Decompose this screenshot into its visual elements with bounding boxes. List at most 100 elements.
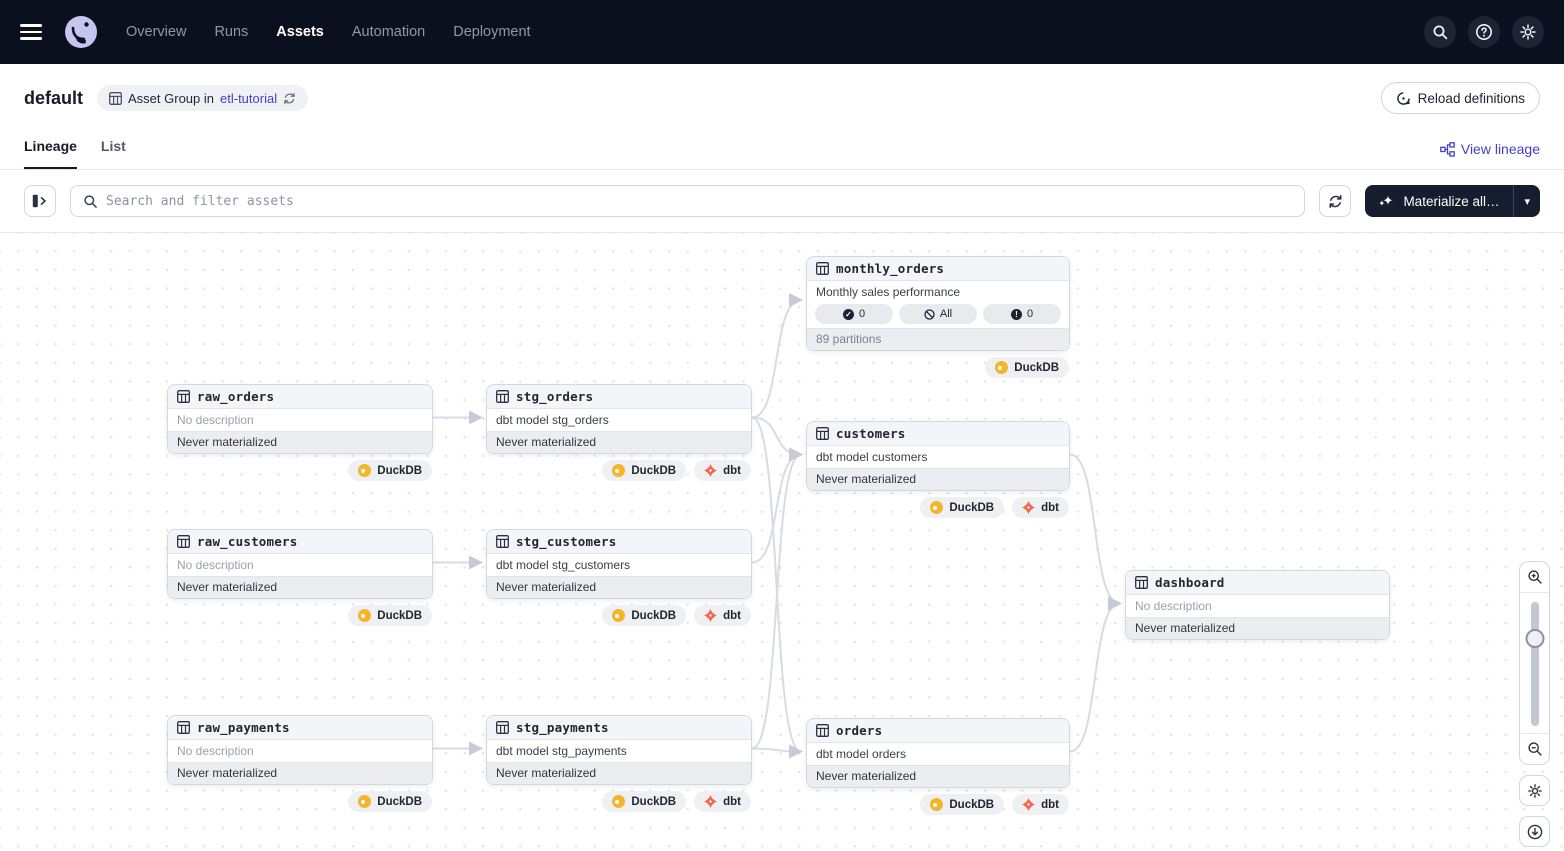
duckdb-badge[interactable]: DuckDB	[602, 605, 687, 626]
panel-expand-icon	[32, 194, 46, 208]
toggle-sidebar-button[interactable]	[24, 185, 56, 217]
partition-pill-slash[interactable]: All	[899, 304, 977, 324]
asset-node-header[interactable]: raw_orders	[168, 385, 432, 409]
asset-node-header[interactable]: stg_payments	[487, 716, 751, 740]
asset-node-header[interactable]: dashboard	[1126, 571, 1389, 595]
asset-search-bar	[70, 185, 1306, 217]
asset-name: stg_customers	[516, 534, 617, 549]
zoom-out-button[interactable]	[1520, 734, 1549, 764]
materialize-options-dropdown-button[interactable]: ▾	[1513, 185, 1540, 217]
dbt-badge[interactable]: dbt	[1012, 497, 1069, 518]
graph-settings-button[interactable]	[1519, 775, 1550, 806]
nav-item-assets[interactable]: Assets	[276, 24, 324, 40]
partition-pill-count: 0	[1026, 308, 1034, 320]
reload-definitions-button[interactable]: Reload definitions	[1380, 82, 1540, 114]
lineage-edge-customers-to-dashboard	[1069, 453, 1122, 611]
zoom-slider-thumb[interactable]	[1525, 629, 1544, 648]
asset-node-header[interactable]: raw_customers	[168, 530, 432, 554]
duckdb-badge[interactable]: DuckDB	[348, 460, 432, 481]
asset-node-header[interactable]: stg_customers	[487, 530, 751, 554]
duckdb-badge[interactable]: DuckDB	[348, 605, 432, 626]
nav-settings-button[interactable]	[1512, 16, 1544, 48]
nav-item-automation[interactable]: Automation	[351, 24, 426, 40]
code-location-link[interactable]: etl-tutorial	[220, 90, 278, 106]
zoom-in-icon	[1527, 570, 1542, 584]
zoom-slider[interactable]	[1520, 592, 1549, 734]
dagster-logo-icon[interactable]	[64, 15, 98, 49]
asset-node-header[interactable]: orders	[807, 719, 1069, 743]
dbt-badge[interactable]: dbt	[694, 791, 751, 812]
asset-status: Never materialized	[168, 762, 432, 784]
zoom-in-button[interactable]	[1520, 562, 1549, 592]
duckdb-badge[interactable]: DuckDB	[920, 497, 1005, 518]
asset-status: Never materialized	[168, 431, 432, 453]
asset-status: Never materialized	[487, 762, 751, 784]
partition-pill-check[interactable]: ✓0	[815, 304, 893, 324]
dbt-badge[interactable]: dbt	[1012, 794, 1069, 815]
duckdb-badge-label: DuckDB	[631, 464, 677, 477]
asset-name: raw_customers	[197, 534, 298, 549]
missing-icon	[924, 308, 935, 320]
nav-item-deployment[interactable]: Deployment	[453, 24, 531, 40]
tab-list[interactable]: List	[100, 138, 126, 154]
asset-node-header[interactable]: monthly_orders	[807, 257, 1069, 281]
duckdb-badge[interactable]: DuckDB	[348, 791, 432, 812]
materialize-all-button[interactable]: ✦✦ Materialize all…	[1365, 185, 1513, 217]
tab-lineage[interactable]: Lineage	[24, 128, 77, 169]
asset-description: dbt model stg_customers	[496, 558, 631, 572]
table-asset-icon	[177, 390, 190, 403]
duckdb-icon	[612, 464, 626, 477]
top-nav: Overview Runs Assets Automation Deployme…	[0, 0, 1564, 64]
nav-search-button[interactable]	[1424, 16, 1456, 48]
asset-node-header[interactable]: stg_orders	[487, 385, 751, 409]
recenter-button[interactable]	[1519, 816, 1550, 847]
dbt-badge-label: dbt	[723, 464, 741, 477]
asset-status: Never materialized	[487, 431, 751, 453]
dbt-icon	[704, 609, 718, 622]
duckdb-badge-label: DuckDB	[631, 795, 677, 808]
table-asset-icon	[816, 427, 829, 440]
duckdb-badge[interactable]: DuckDB	[602, 791, 687, 812]
nav-item-overview[interactable]: Overview	[126, 24, 187, 40]
duckdb-icon	[612, 795, 626, 808]
nav-item-runs[interactable]: Runs	[214, 24, 249, 40]
asset-node-header[interactable]: raw_payments	[168, 716, 432, 740]
duckdb-badge[interactable]: DuckDB	[920, 794, 1005, 815]
dbt-badge[interactable]: dbt	[694, 605, 751, 626]
asset-name: orders	[836, 723, 883, 738]
asset-search-input[interactable]	[106, 193, 1293, 209]
asset-kind-badges: DuckDB dbt	[602, 605, 751, 626]
duckdb-badge-label: DuckDB	[377, 464, 422, 477]
asset-description: dbt model stg_payments	[496, 744, 627, 758]
asset-group-badge: Asset Group in etl-tutorial	[97, 85, 309, 111]
asset-node-header[interactable]: customers	[807, 422, 1069, 446]
refresh-icon	[1329, 194, 1342, 208]
zoom-out-icon	[1527, 742, 1542, 756]
dbt-badge-label: dbt	[723, 609, 741, 622]
duckdb-badge[interactable]: DuckDB	[602, 460, 687, 481]
refresh-button[interactable]	[1319, 185, 1352, 217]
view-lineage-link[interactable]: View lineage	[1440, 141, 1540, 169]
zoom-controls	[1519, 561, 1550, 847]
zoom-slider-track[interactable]	[1530, 602, 1539, 726]
partition-pill-alert[interactable]: !0	[983, 304, 1061, 324]
duckdb-badge[interactable]: DuckDB	[985, 357, 1069, 378]
dbt-badge-label: dbt	[1041, 501, 1059, 514]
asset-kind-badges: DuckDB dbt	[920, 794, 1069, 815]
nav-help-button[interactable]	[1468, 16, 1500, 48]
hamburger-menu-icon[interactable]	[20, 18, 48, 46]
dbt-badge[interactable]: dbt	[694, 460, 751, 481]
asset-group-label: Asset Group in	[128, 90, 215, 106]
search-icon	[84, 194, 97, 208]
